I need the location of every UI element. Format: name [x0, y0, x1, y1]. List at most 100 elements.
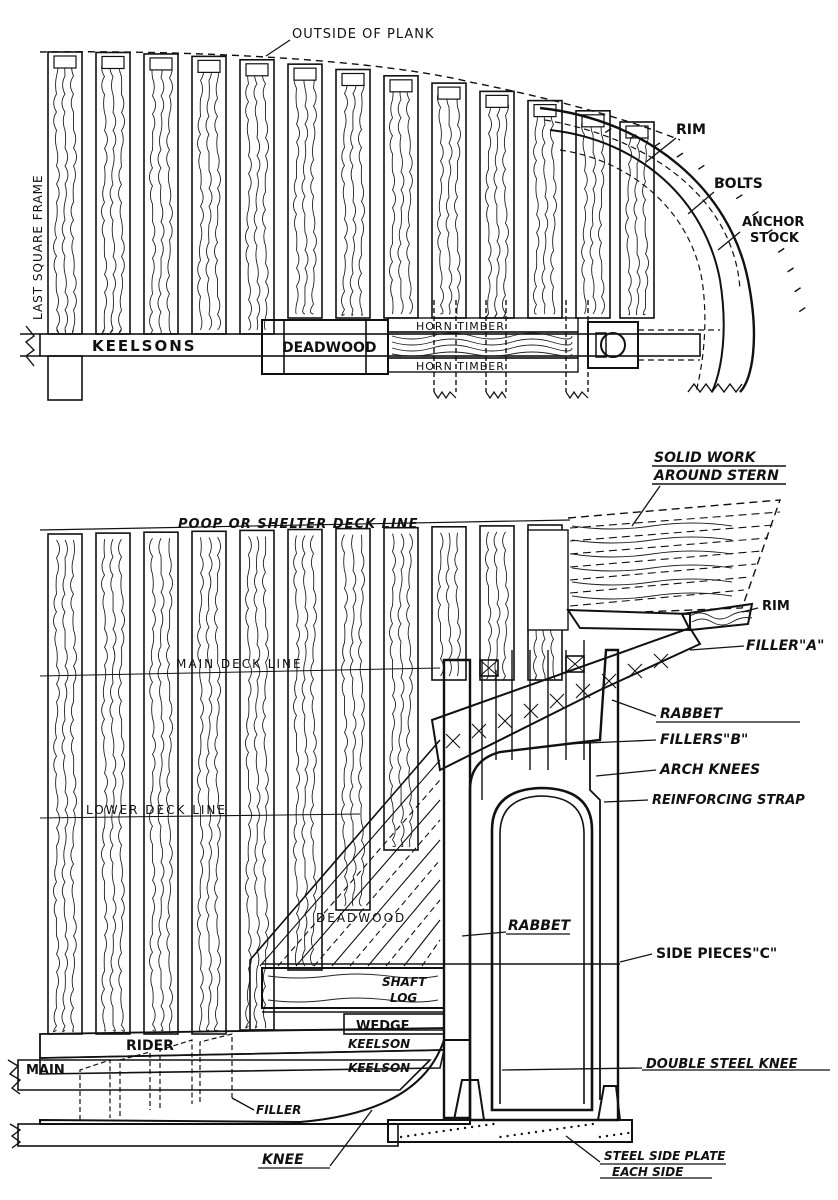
steel-side-plate-label: STEEL SIDE PLATE: [604, 1149, 726, 1163]
stern-post: [587, 321, 639, 369]
lower-deck-line: [39, 813, 361, 819]
filler-a-crosshatch: [445, 653, 669, 749]
top-frame: [239, 58, 275, 335]
solid-work-label: SOLID WORK: [654, 450, 757, 466]
steel-plate-rivets: [392, 1122, 630, 1139]
solid-work-outline: [567, 499, 782, 613]
solid-work-lines: [569, 511, 781, 607]
top-frame: [143, 53, 179, 335]
filler-label: FILLER: [256, 1103, 301, 1117]
around-stern-label: AROUND STERN: [653, 468, 779, 484]
horn-timber-label-top: HORN TIMBER: [416, 320, 505, 333]
bottom-frame: [47, 533, 83, 1035]
deadwood-label-bottom: DEADWOOD: [316, 911, 406, 925]
horn-timber-grain: [387, 331, 579, 359]
fillers-b-label: FILLERS"B": [660, 732, 748, 748]
main-keelson: [17, 1059, 432, 1091]
rabbet-label-1: RABBET: [660, 706, 724, 722]
arch-knees-label: ARCH KNEES: [659, 762, 760, 778]
top-frame: [479, 90, 515, 319]
rider-label: RIDER: [126, 1038, 174, 1054]
rim-bolts: [604, 127, 806, 313]
poop-deck-line: [39, 519, 571, 531]
side-pieces-c-label: SIDE PIECES"C": [656, 946, 777, 962]
double-steel-knee-label: DOUBLE STEEL KNEE: [646, 1057, 798, 1072]
horn-timber-label-bottom: HORN TIMBER: [416, 360, 505, 373]
stern-overhang: [566, 608, 691, 632]
keelson-label-2: KEELSON: [348, 1061, 410, 1075]
top-frames: [47, 51, 655, 401]
bottom-frame: [95, 532, 131, 1035]
top-frame: [575, 110, 611, 319]
main-deck-line: [39, 667, 441, 677]
rim-dashed-arc: [559, 149, 706, 393]
log-label: LOG: [390, 991, 417, 1005]
reinforcing-strap-label: REINFORCING STRAP: [652, 793, 805, 808]
each-side-label: EACH SIDE: [612, 1165, 684, 1179]
top-frame: [527, 99, 563, 319]
keelson-label-1: KEELSON: [348, 1037, 410, 1051]
aperture-inner: [499, 795, 585, 1104]
keelson-upper: [39, 1049, 446, 1075]
top-frame: [47, 51, 83, 335]
deadwood-label-top: DEADWOOD: [282, 340, 377, 356]
deck-beam-block-1: [479, 659, 499, 677]
rim-dashed-arc-2: [544, 119, 741, 291]
top-frame: [191, 55, 227, 335]
aperture-opening: [490, 786, 594, 1112]
keelson-break: [24, 325, 36, 367]
anchor-label: ANCHOR: [742, 215, 804, 230]
bottom-frame: [143, 531, 179, 1035]
top-frame: [383, 75, 419, 319]
rim-break: [687, 382, 743, 394]
outside-of-plank-line: [39, 51, 681, 141]
last-square-frame-label: LAST SQUARE FRAME: [31, 174, 45, 320]
rim-inner-arc: [549, 129, 725, 393]
bottom-frame: [431, 525, 467, 681]
deck-beam-block-2: [565, 655, 585, 673]
poop-deck-label: POOP OR SHELTER DECK LINE: [178, 517, 419, 532]
arch-knee-outer: [442, 658, 472, 1120]
lower-deck-label: LOWER DECK LINE: [86, 803, 227, 817]
bottom-frame: [335, 527, 371, 911]
bottom-profile-view: SOLID WORK AROUND STERN POOP OR SHELTER …: [7, 450, 830, 1179]
bolts-label: BOLTS: [714, 176, 763, 192]
stock-label: STOCK: [750, 231, 800, 246]
bottom-frames: [47, 524, 569, 1035]
outside-of-plank-label: OUTSIDE OF PLANK: [292, 27, 435, 42]
keelsons-label: KEELSONS: [92, 337, 197, 355]
main-deck-label: MAIN DECK LINE: [176, 657, 303, 671]
bottom-frame: [383, 526, 419, 851]
wedge: [343, 1013, 445, 1035]
deadwood-fan-lines: [259, 759, 441, 967]
bottom-frame: [287, 528, 323, 971]
wedge-label: WEDGE: [356, 1019, 410, 1034]
rim-label-top: RIM: [676, 122, 706, 138]
keelson-band: [39, 333, 701, 357]
steel-knee-foot-left: [452, 1079, 486, 1121]
knee-label: KNEE: [262, 1152, 304, 1168]
bottom-frame: [479, 525, 515, 681]
top-plan-view: OUTSIDE OF PLANK LAST SQUARE FRAME RIM B…: [20, 27, 806, 401]
shaft-pipe: [600, 332, 626, 358]
main-label: MAIN: [26, 1063, 65, 1078]
shaft-log: [261, 967, 445, 1009]
rim-outer-arc: [539, 106, 756, 393]
knee: [39, 1039, 471, 1125]
top-frame-foot: [47, 355, 83, 401]
main-break: [7, 1059, 22, 1095]
keel-band: [17, 1123, 399, 1147]
top-frame: [335, 68, 371, 319]
top-frame: [287, 63, 323, 319]
steel-side-plate: [387, 1119, 633, 1143]
steel-knee-foot-right: [596, 1085, 622, 1121]
rim-label-bottom: RIM: [762, 599, 790, 614]
filler-a-label: FILLER"A": [746, 638, 824, 654]
shaft-label: SHAFT: [382, 975, 427, 989]
arch-outer: [468, 648, 620, 1122]
top-frame: [95, 51, 131, 335]
bottom-frame: [191, 530, 227, 1035]
top-frame: [431, 82, 467, 319]
